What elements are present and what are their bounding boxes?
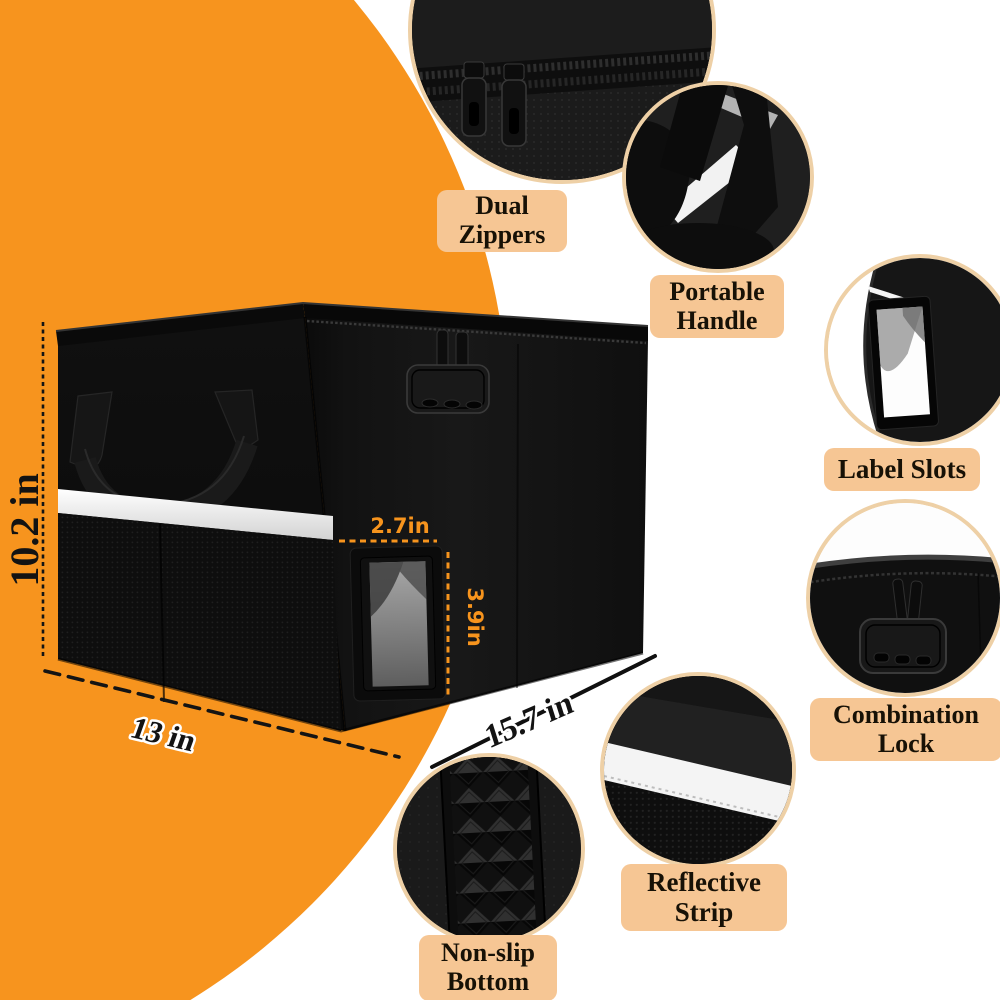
handle-strap-leg-left [660,85,729,181]
non-slip-bottom-label: Non-slip Bottom [419,935,557,1000]
label-slots-photo [828,258,1000,442]
depth-dimension-line [43,669,401,759]
velcro-band [604,690,792,788]
right-face-seam [516,343,519,689]
dual-zippers-label: Dual Zippers [437,190,567,252]
lid-piping [810,554,1000,569]
stud-strip [439,757,548,941]
height-dimension-label: 10.2 in [2,473,47,586]
mesh-pocket [58,513,341,731]
lock-dial-3 [465,400,483,410]
zipper-teeth-top [412,50,712,82]
zipper-pull-pair-icon [461,61,527,147]
lock-body-inner [865,624,941,668]
label-line: Strip [674,896,734,927]
portable-handle-photo [626,85,810,269]
slot-width-label: 2.7in [370,514,429,538]
reflective-strip-photo [604,676,792,864]
reflective-strip-band [58,489,333,540]
reflective-strip-circle [600,672,796,868]
lock-body [859,618,947,674]
label-line: Portable [669,276,765,306]
handle-strap-leg-right [714,85,778,253]
label-slots-label: Label Slots [824,448,980,491]
non-slip-bottom-photo [397,757,581,941]
dial-slot-3 [915,655,932,666]
label-line: Zippers [458,220,546,249]
combination-lock-circle [806,499,1000,697]
zipper-teeth-bottom [412,66,712,98]
lock-dial-1 [421,398,439,408]
box-lid-left [56,303,305,346]
window-fold-shadow-2 [902,306,925,343]
lock-dial-2 [443,399,461,409]
label-line: Combination [833,699,979,729]
slot-height-label: 3.9in [463,587,487,646]
label-line: Dual [475,191,529,221]
label-slot-fold-shadow-2 [398,561,427,600]
label-line: Lock [877,728,935,758]
portable-handle-circle [622,81,814,273]
label-holder-edge [863,258,883,442]
lid-highlight [55,301,649,332]
box-label-slot [349,545,447,702]
dial-slot-2 [894,654,911,665]
box-lid-right [303,303,648,341]
box-bottom-edge [57,651,644,733]
label-line: Label Slots [837,453,967,484]
white-reflective-band [604,742,792,824]
lid-zipper-teeth [306,319,647,345]
portable-handle-label: Portable Handle [650,275,784,338]
label-slots-circle [824,254,1000,446]
label-line: Handle [676,305,758,335]
mesh-pocket-divider [159,523,165,703]
combination-lock-label: Combination Lock [810,698,1000,761]
non-slip-bottom-circle [393,753,585,945]
label-line: Non-slip [441,938,535,968]
lock-inner-edge [411,369,485,409]
width-dimension-line [430,654,657,769]
zipper-line [810,571,1000,584]
label-line: Reflective [647,866,761,897]
reflective-strip-label: Reflective Strip [621,864,787,931]
combination-lock-photo [810,503,1000,693]
label-window-group [867,295,939,431]
reflective-band [664,145,754,223]
handle-strap-right [214,389,259,453]
depth-dimension-label: 13 in [126,710,201,758]
dial-slot-1 [873,652,890,663]
label-slot-fold-shadow [369,561,404,617]
label-line: Bottom [446,967,530,996]
width-dimension-label: 15.7 in [481,685,578,757]
